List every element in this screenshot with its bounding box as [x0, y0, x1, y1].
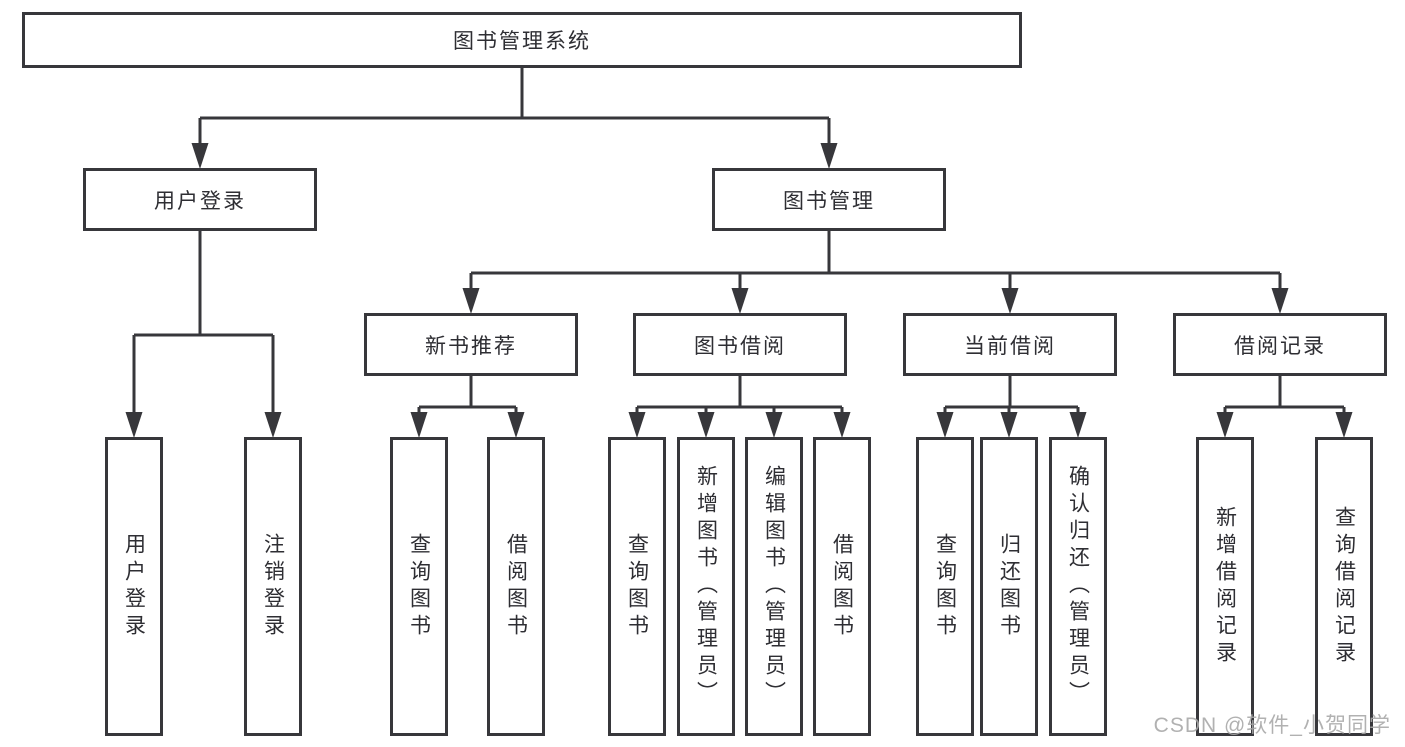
node-current-borrow: 当前借阅 [903, 313, 1117, 376]
arrow-down-icon [1216, 412, 1234, 438]
watermark: CSDN @软件_小贺同学 [1153, 714, 1391, 737]
node-library-system: 图书管理系统 [22, 12, 1022, 68]
leaf-query-books-recommend: 查询图书 [390, 437, 448, 736]
connector-borrow-records [1223, 376, 1346, 414]
connector-book-management [469, 231, 1282, 289]
leaf-return-book: 归还图书 [980, 437, 1038, 736]
arrow-down-icon [628, 412, 646, 438]
arrow-down-icon [765, 412, 783, 438]
arrow-down-icon [1000, 412, 1018, 438]
connector-root [198, 68, 831, 144]
arrow-down-icon [410, 412, 428, 438]
leaf-query-borrow-record: 查询借阅记录 [1315, 437, 1373, 736]
leaf-query-books-borrow: 查询图书 [608, 437, 666, 736]
arrow-down-icon [1335, 412, 1353, 438]
leaf-query-books-current: 查询图书 [916, 437, 974, 736]
arrow-down-icon [125, 412, 143, 438]
connector-book-borrow [635, 376, 844, 414]
connector-new-book-recommend [417, 376, 518, 414]
leaf-add-book-admin: 新增图书（管理员） [677, 437, 735, 736]
arrow-down-icon [462, 288, 480, 314]
arrow-down-icon [1069, 412, 1087, 438]
leaf-user-login: 用户登录 [105, 437, 163, 736]
connector-user-login [132, 231, 275, 413]
node-book-management: 图书管理 [712, 168, 946, 231]
arrow-down-icon [731, 288, 749, 314]
arrow-down-icon [833, 412, 851, 438]
leaf-edit-book-admin: 编辑图书（管理员） [745, 437, 803, 736]
node-user-login: 用户登录 [83, 168, 317, 231]
arrow-down-icon [936, 412, 954, 438]
node-borrow-records: 借阅记录 [1173, 313, 1387, 376]
connector-current-borrow [943, 376, 1080, 414]
leaf-borrow-books-recommend: 借阅图书 [487, 437, 545, 736]
leaf-logout: 注销登录 [244, 437, 302, 736]
leaf-borrow-books: 借阅图书 [813, 437, 871, 736]
leaf-add-borrow-record: 新增借阅记录 [1196, 437, 1254, 736]
arrow-down-icon [264, 412, 282, 438]
arrow-down-icon [191, 143, 209, 169]
leaf-confirm-return-admin: 确认归还（管理员） [1049, 437, 1107, 736]
arrow-down-icon [697, 412, 715, 438]
arrow-down-icon [820, 143, 838, 169]
node-new-book-recommend: 新书推荐 [364, 313, 578, 376]
arrow-down-icon [1271, 288, 1289, 314]
arrow-down-icon [507, 412, 525, 438]
node-book-borrow: 图书借阅 [633, 313, 847, 376]
arrow-down-icon [1001, 288, 1019, 314]
